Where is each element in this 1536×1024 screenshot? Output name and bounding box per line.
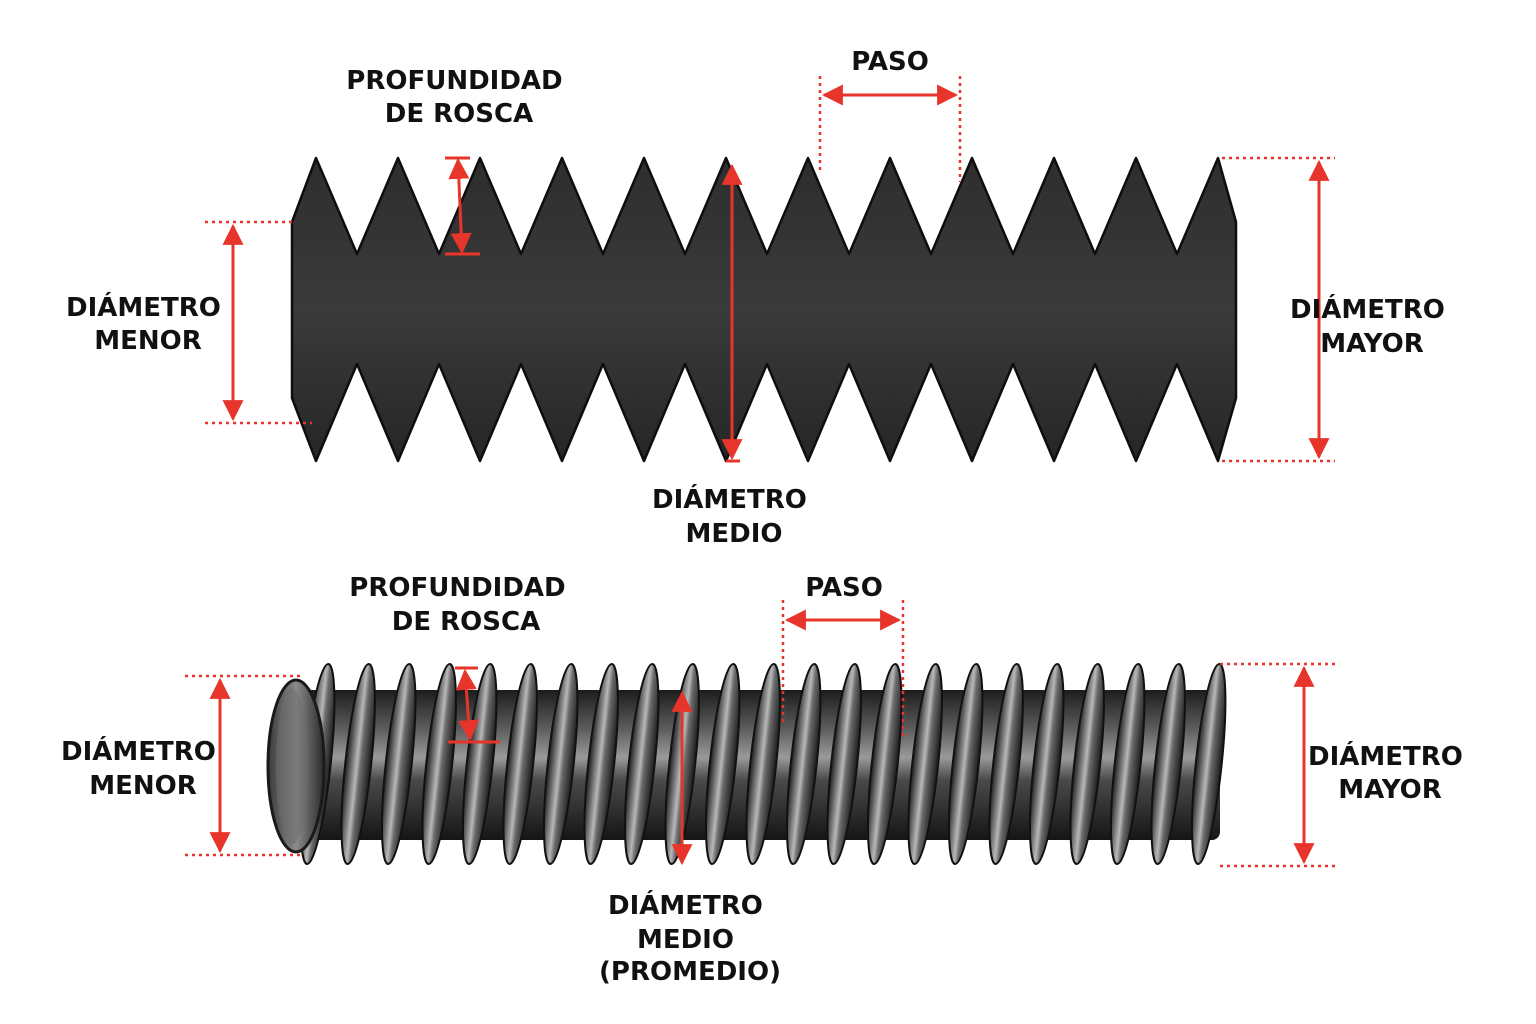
top-dimensions xyxy=(205,76,1335,463)
top-diametro-medio-label: DIÁMETRO MEDIO xyxy=(652,483,816,549)
bottom-diametro-medio-label: DIÁMETRO MEDIO (PROMEDIO) xyxy=(599,889,781,987)
thread-ridge xyxy=(1150,663,1186,865)
top-paso-label: PASO xyxy=(851,47,929,77)
thread-ridge xyxy=(1109,663,1146,865)
thread-ridge xyxy=(421,663,457,865)
threaded-rod xyxy=(266,663,1227,865)
thread-ridge xyxy=(745,663,781,865)
thread-silhouette xyxy=(290,156,1238,463)
thread-ridge xyxy=(583,663,619,865)
bottom-diametro-menor-label: DIÁMETRO MENOR xyxy=(61,735,225,801)
thread-ridge xyxy=(988,663,1024,865)
thread-ridge xyxy=(947,663,984,865)
bottom-profundidad-label: PROFUNDIDAD DE ROSCA xyxy=(349,573,574,637)
thread-ridge xyxy=(461,663,498,865)
rod-end-face xyxy=(276,688,308,844)
thread-ridge xyxy=(502,663,538,865)
top-profundidad-label: PROFUNDIDAD DE ROSCA xyxy=(346,66,571,129)
thread-ridge xyxy=(623,663,660,865)
bottom-dimensions xyxy=(185,600,1336,868)
flat-thread-profile xyxy=(290,156,1238,463)
bottom-paso-label: PASO xyxy=(805,573,883,603)
thread-ridge xyxy=(866,663,903,865)
thread-ridge xyxy=(785,663,822,865)
bottom-diametro-mayor-label: DIÁMETRO MAYOR xyxy=(1308,740,1472,805)
thread-ridge xyxy=(380,663,417,865)
thread-ridge xyxy=(1028,663,1065,865)
thread-ridge xyxy=(826,663,862,865)
thread-ridge xyxy=(542,663,579,865)
top-diametro-mayor-label: DIÁMETRO MAYOR xyxy=(1290,293,1454,359)
rod-thread-ridges xyxy=(299,663,1227,865)
thread-ridge xyxy=(1190,663,1227,865)
thread-ridge xyxy=(1069,663,1105,865)
top-diametro-menor-label: DIÁMETRO MENOR xyxy=(66,291,230,356)
thread-ridge xyxy=(704,663,741,865)
thread-ridge xyxy=(907,663,943,865)
thread-ridge xyxy=(340,663,376,865)
